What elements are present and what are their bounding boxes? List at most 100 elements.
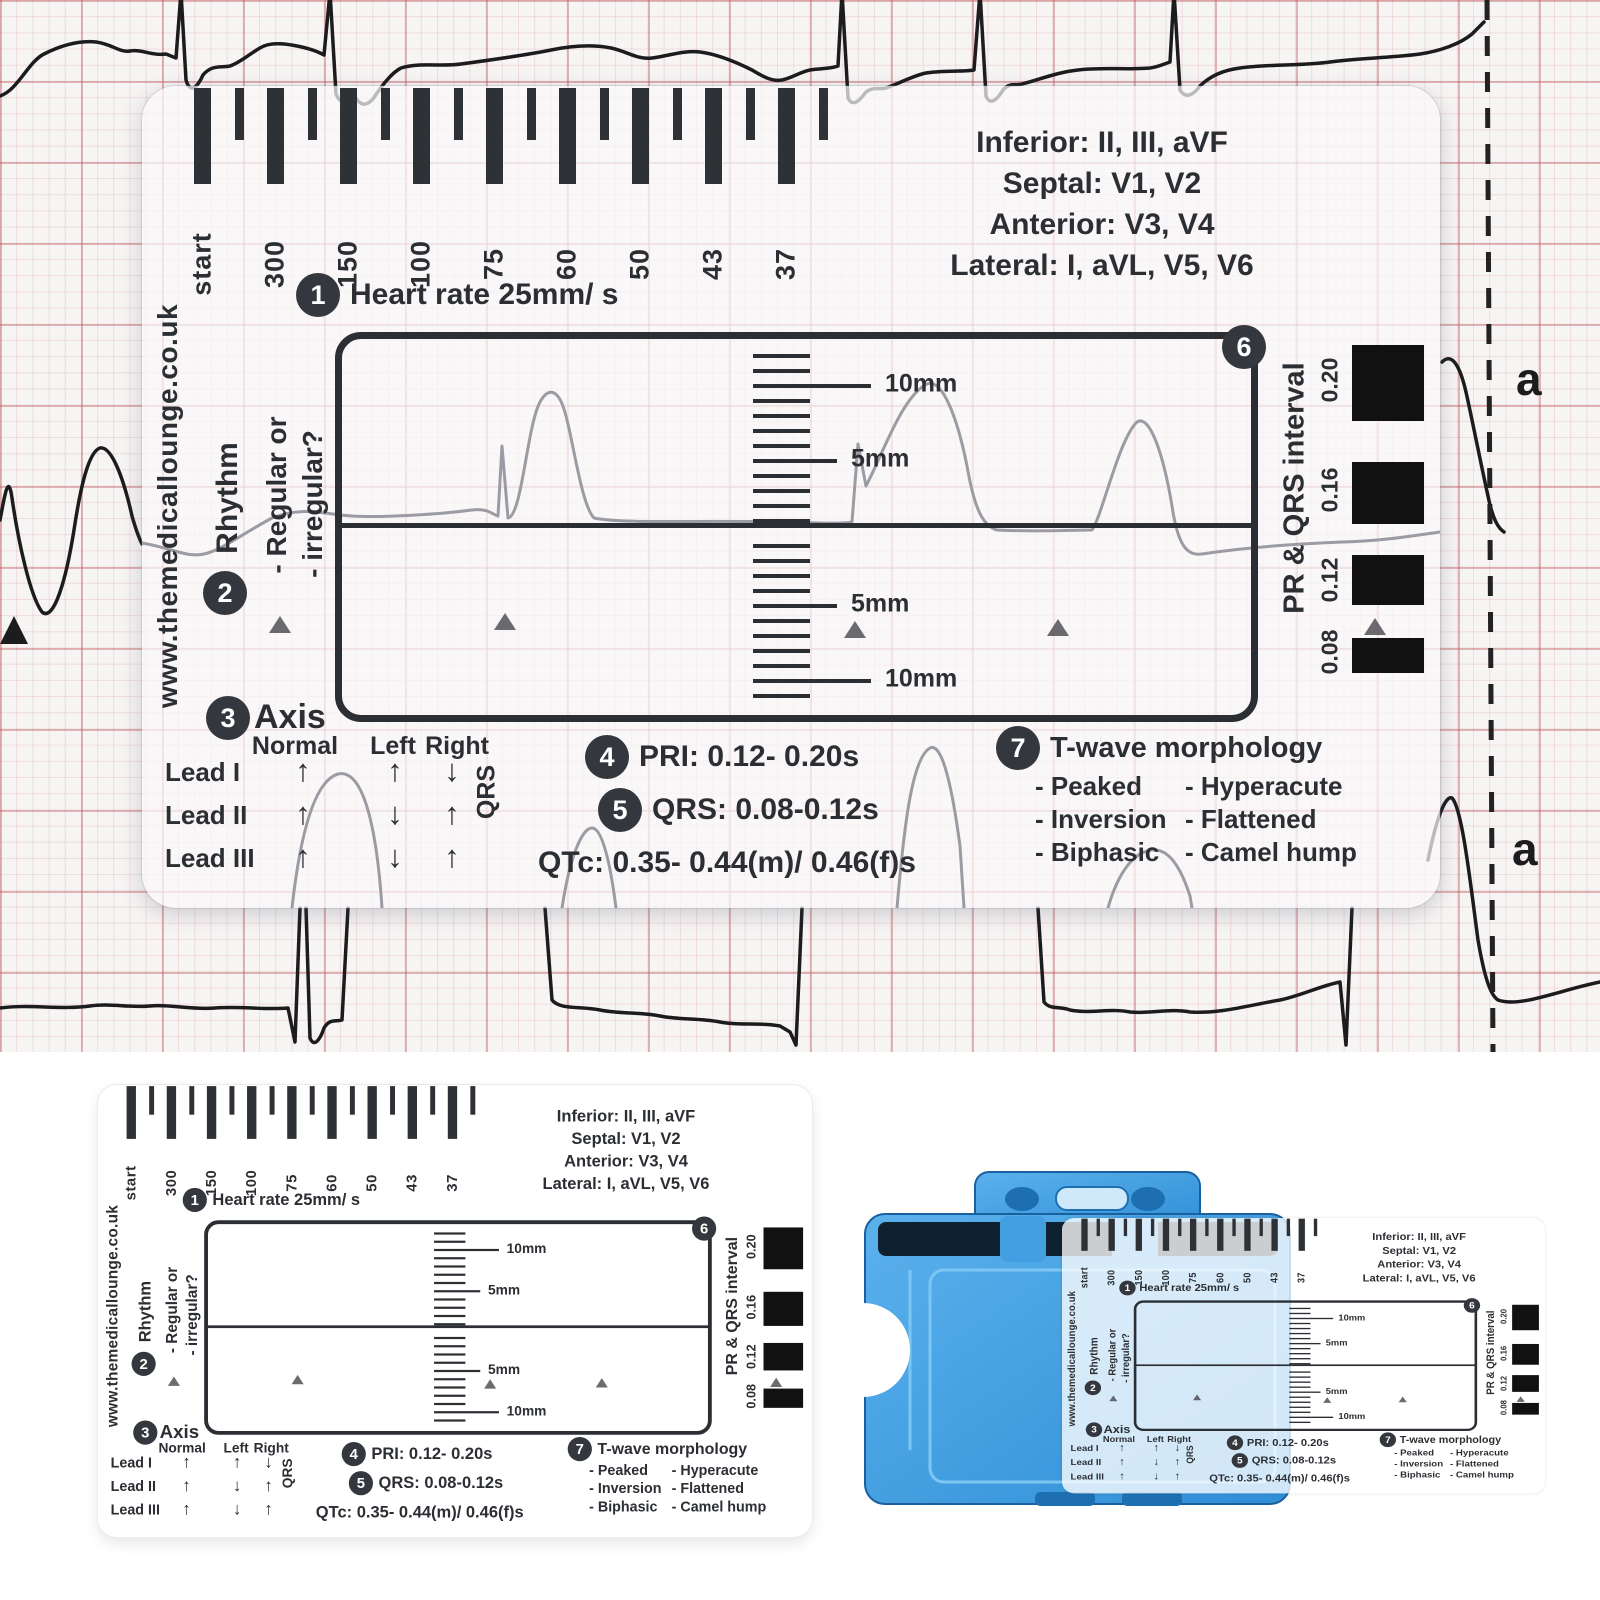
holder-hole-left — [1005, 1187, 1039, 1211]
rate-scale-label: 300 — [259, 239, 290, 289]
rate-tick-tall — [126, 1086, 136, 1139]
step-7-badge: 7 — [1379, 1432, 1397, 1448]
heart-rate-label: Heart rate 25mm/ s — [350, 278, 619, 311]
rate-tick-short — [148, 1086, 154, 1115]
pr-qrs-value: 0.20 — [1498, 1308, 1509, 1324]
qrs-label: QRS: 0.08-0.12s — [652, 793, 879, 826]
rate-tick-tall — [206, 1086, 217, 1139]
rhythm-line-2: - irregular? — [297, 430, 328, 578]
pr-qrs-interval-label: PR & QRS interval — [723, 1236, 741, 1376]
mm-ruler-tick — [434, 1402, 466, 1406]
mm-ruler-tick — [434, 1240, 466, 1243]
rate-tick-short — [1096, 1218, 1100, 1237]
mm-ruler-tick — [1289, 1416, 1334, 1418]
pr-qrs-square — [1512, 1343, 1539, 1365]
territory-line: Lateral: I, aVL, V5, V6 — [542, 1174, 710, 1193]
territory-line: Anterior: V3, V4 — [1377, 1258, 1461, 1270]
rate-tick-short — [1177, 1218, 1182, 1237]
t-wave-item: - Inversion — [1035, 804, 1167, 834]
rhythm-label: Rhythm — [135, 1280, 155, 1343]
rate-scale-label: start — [1078, 1266, 1090, 1289]
mm-ruler-label: 5mm — [1325, 1386, 1348, 1397]
mm-ruler-tick — [753, 634, 810, 638]
step-6-badge: 6 — [1463, 1298, 1481, 1313]
right-ecg-segment — [1440, 357, 1506, 534]
axis-lead-label: Lead I — [1070, 1442, 1099, 1453]
mm-ruler-label: 5mm — [851, 589, 910, 618]
pr-qrs-value: 0.16 — [743, 1294, 759, 1320]
mm-ruler-tick — [434, 1336, 466, 1340]
territory-line: Lateral: I, aVL, V5, V6 — [950, 249, 1254, 282]
rate-scale-label: 50 — [363, 1174, 380, 1192]
mm-ruler-tick — [753, 369, 810, 373]
card-triangle-marker — [269, 616, 291, 633]
mm-ruler-tick — [753, 619, 810, 623]
mm-ruler-tick — [753, 354, 810, 358]
mm-ruler-tick — [753, 414, 810, 418]
rate-tick-tall — [287, 1086, 297, 1139]
mm-ruler-tick — [1289, 1376, 1311, 1378]
t-wave-item: - Flattened — [671, 1479, 744, 1497]
qrs-label: QRS: 0.08-0.12s — [1251, 1454, 1337, 1466]
rhythm-line-2: - irregular? — [183, 1274, 201, 1356]
axis-lead-label: Lead III — [165, 843, 255, 873]
axis-arrow: ↑ — [264, 1475, 273, 1495]
step-pri: 4 PRI: 0.12- 0.20s — [1226, 1435, 1329, 1451]
mm-ruler-tick — [434, 1353, 466, 1356]
mm-ruler-tick — [753, 399, 810, 403]
pr-qrs-value: 0.20 — [1316, 357, 1343, 403]
rate-tick-short — [309, 1086, 315, 1115]
mm-ruler-tick — [753, 679, 871, 683]
t-wave-item: - Hyperacute — [1185, 771, 1343, 801]
t-wave-item: - Camel hump — [1449, 1469, 1514, 1480]
card-triangle-marker — [595, 1378, 608, 1388]
mm-ruler-tick — [434, 1306, 466, 1309]
qrs-label: QRS: 0.08-0.12s — [378, 1473, 504, 1492]
pri-label: PRI: 0.12- 0.20s — [1246, 1437, 1329, 1449]
step-heart-rate: 1 Heart rate 25mm/ s — [296, 273, 618, 317]
axis-arrow: ↑ — [444, 839, 460, 874]
paper-lead-divider — [1484, 0, 1496, 1052]
pr-qrs-interval-label: PR & QRS interval — [1278, 362, 1311, 614]
t-wave-item: - Camel hump — [671, 1498, 767, 1515]
window-midline — [206, 1325, 710, 1329]
axis-arrow: ↑ — [1153, 1441, 1159, 1454]
mm-ruler-tick — [1289, 1312, 1311, 1315]
rate-scale-label: 50 — [1241, 1272, 1253, 1283]
mm-ruler-tick — [1289, 1327, 1311, 1330]
window-midline — [1135, 1364, 1476, 1367]
pr-qrs-square — [763, 1291, 804, 1326]
t-wave-col-2: - Hyperacute- Flattened- Camel hump — [672, 1461, 767, 1515]
rate-tick-short — [1313, 1218, 1318, 1237]
rate-tick-tall — [632, 88, 649, 184]
mm-ruler-tick — [753, 544, 810, 548]
rate-tick-short — [229, 1086, 235, 1115]
rhythm-line-1: - Regular or — [1106, 1328, 1118, 1382]
step-pri: 4 PRI: 0.12- 0.20s — [341, 1441, 492, 1467]
mm-ruler-tick — [753, 504, 810, 508]
mm-ruler-tick — [1289, 1347, 1311, 1350]
step-qrs: 5 QRS: 0.08-0.12s — [348, 1471, 504, 1496]
t-wave-item: - Peaked — [1394, 1447, 1434, 1458]
qtc-label: QTc: 0.35- 0.44(m)/ 0.46(f)s — [315, 1503, 524, 1522]
pr-qrs-square — [1352, 345, 1424, 421]
rate-tick-short — [1259, 1218, 1263, 1237]
mm-ruler-tick — [1289, 1307, 1311, 1310]
axis-arrow: ↑ — [295, 796, 311, 831]
qtc-label: QTc: 0.35- 0.44(m)/ 0.46(f)s — [1209, 1472, 1350, 1484]
axis-arrow: ↑ — [295, 839, 311, 874]
mm-ruler-tick — [753, 694, 810, 698]
step-heart-rate: 1 Heart rate 25mm/ s — [182, 1187, 360, 1213]
rate-tick-short — [745, 88, 755, 140]
axis-label: Axis — [254, 698, 326, 736]
rate-tick-tall — [778, 88, 795, 184]
axis-arrow: ↓ — [1174, 1441, 1181, 1454]
territory-line: Septal: V1, V2 — [1002, 167, 1202, 200]
